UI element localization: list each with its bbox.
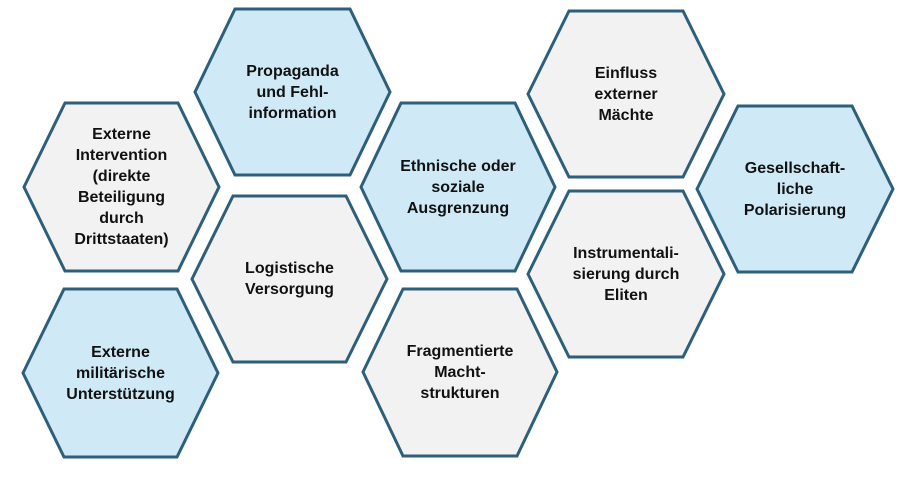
hex-ethnische-ausgrenzung (359, 101, 557, 273)
label-logistische-versorgung: Logistische Versorgung (245, 260, 334, 298)
label-ethnische-ausgrenzung: Ethnische oder soziale Ausgrenzung (400, 157, 516, 217)
hex-einfluss-externer-maechte (526, 9, 726, 179)
hex-fragmentierte-machtstrukturen (361, 287, 559, 458)
hex-logistische-versorgung (190, 194, 389, 364)
hex-externe-militaerische-unterstuetzung (21, 287, 220, 459)
label-fragmentierte-machtstrukturen: Fragmentierte Macht- strukturen (406, 343, 514, 402)
hex-gesellschaftliche-polarisierung (695, 104, 895, 274)
label-gesellschaftliche-polarisierung: Gesellschaft- liche Polarisierung (743, 159, 847, 219)
label-propaganda: Propaganda und Fehl- information (246, 62, 339, 122)
hex-instrumentalisierung (526, 189, 726, 359)
label-instrumentalisierung: Instrumentali- sierung durch Eliten (572, 244, 680, 304)
label-externe-militaerische-unterstuetzung: Externe militärische Unterstützung (66, 343, 175, 403)
hex-externe-intervention (22, 101, 221, 273)
label-einfluss-externer-maechte: Einfluss externer Mächte (594, 64, 658, 124)
hex-propaganda (193, 7, 392, 177)
label-externe-intervention: Externe Intervention (direkte Beteiligun… (74, 126, 169, 248)
